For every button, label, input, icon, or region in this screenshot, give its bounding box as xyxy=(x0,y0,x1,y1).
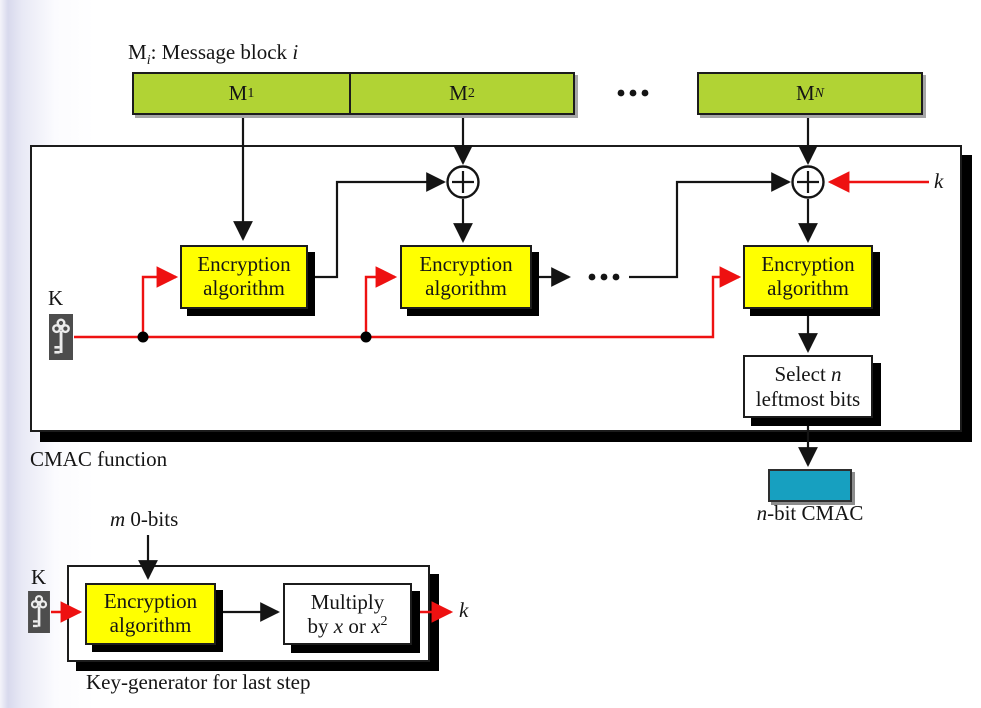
encryption-line2: algorithm xyxy=(425,276,507,300)
keygen-encryption-box: Encryption algorithm xyxy=(85,583,216,645)
legend-m: M xyxy=(128,40,147,64)
mn-label: M xyxy=(795,81,815,105)
encryption-box-1: Encryption algorithm xyxy=(180,245,308,309)
ellipsis-dots-top xyxy=(617,89,649,97)
cmac-output-label: n-bit CMAC xyxy=(740,501,880,526)
encryption-line2: algorithm xyxy=(767,276,849,300)
m-italic: m xyxy=(110,507,126,531)
select-leftmost-bits-box: Select n leftmost bits xyxy=(743,355,873,418)
m-zero-bits-label: m 0-bits xyxy=(110,507,178,532)
encryption-box-3: Encryption algorithm xyxy=(743,245,873,309)
select-n: n xyxy=(831,362,842,387)
encryption-line2: algorithm xyxy=(203,276,285,300)
m1-label: M xyxy=(228,81,248,105)
message-block-legend: Mi: Message block i xyxy=(128,40,299,69)
multiply-x1: x xyxy=(333,614,344,638)
multiply-line2: by x or x2 xyxy=(308,614,388,638)
multiply-line1: Multiply xyxy=(310,589,385,614)
keygen-caption: Key-generator for last step xyxy=(86,670,311,694)
encryption-line1: Encryption xyxy=(761,252,855,277)
multiply-or: or xyxy=(343,614,372,638)
output-rest: -bit CMAC xyxy=(767,501,864,525)
legend-sub-i: i xyxy=(146,53,151,69)
zero-bits-rest: 0-bits xyxy=(125,507,179,531)
multiply-box: Multiply by x or x2 xyxy=(283,583,412,645)
key-K-label-top: K xyxy=(48,286,64,310)
encryption-line1: Encryption xyxy=(197,252,291,277)
select-line1: Select n xyxy=(774,362,841,386)
cmac-output-box xyxy=(768,469,852,502)
encryption-line2: algorithm xyxy=(109,613,192,637)
multiply-pre: by xyxy=(307,614,334,638)
encryption-box-2: Encryption algorithm xyxy=(400,245,532,309)
subkey-k-label-top: k xyxy=(934,169,944,193)
encryption-line1: Encryption xyxy=(103,589,198,614)
subkey-k-label-bottom: k xyxy=(459,598,469,622)
multiply-sup: 2 xyxy=(380,614,388,629)
encryption-line1: Encryption xyxy=(419,252,513,277)
legend-tail-i: i xyxy=(292,40,299,64)
key-icon xyxy=(28,591,50,633)
select-line2: leftmost bits xyxy=(755,386,861,411)
key-K-label-bottom: K xyxy=(31,565,47,589)
select-pre: Select xyxy=(774,362,832,387)
legend-rest: : Message block xyxy=(150,40,293,64)
multiply-x2: x xyxy=(371,614,381,638)
cmac-function-caption: CMAC function xyxy=(30,447,168,471)
m2-label: M xyxy=(449,81,468,105)
output-n: n xyxy=(756,501,768,525)
key-icon xyxy=(49,314,73,360)
